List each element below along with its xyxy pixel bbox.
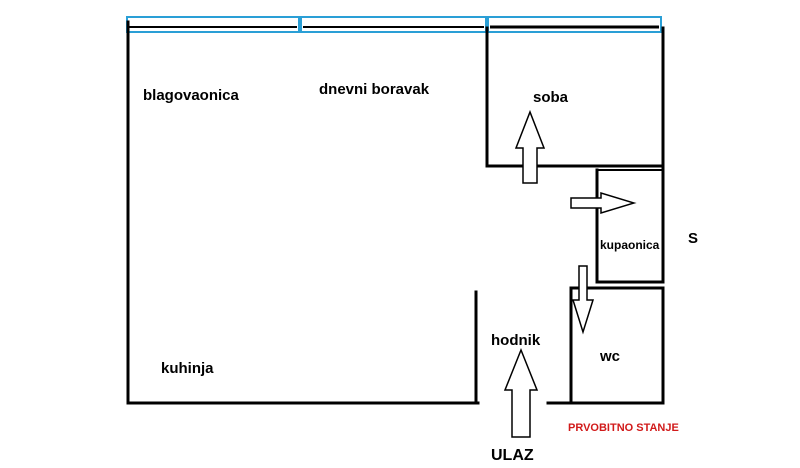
room-label-soba: soba — [533, 89, 569, 106]
walls — [126, 20, 665, 405]
window-right — [487, 16, 662, 33]
wall-wc — [569, 286, 665, 405]
arrow-up-icon — [514, 109, 546, 184]
arrow-right-icon — [570, 191, 637, 215]
arrow-down-icon — [571, 265, 595, 335]
arrow-up-icon — [503, 347, 539, 438]
entrance-label: ULAZ — [491, 447, 534, 464]
status-note: PRVOBITNO STANJE — [568, 422, 679, 434]
room-label-hodnik: hodnik — [491, 332, 541, 349]
room-label-dnevni-boravak: dnevni boravak — [319, 81, 430, 98]
window-left — [126, 16, 300, 33]
room-label-kupaonica: kupaonica — [600, 238, 660, 252]
window-strip — [126, 16, 662, 33]
north-marker: S — [688, 230, 698, 247]
room-label-wc: wc — [599, 348, 620, 365]
room-label-blagovaonica: blagovaonica — [143, 87, 240, 104]
window-middle — [300, 16, 487, 33]
room-label-kuhinja: kuhinja — [161, 360, 214, 377]
